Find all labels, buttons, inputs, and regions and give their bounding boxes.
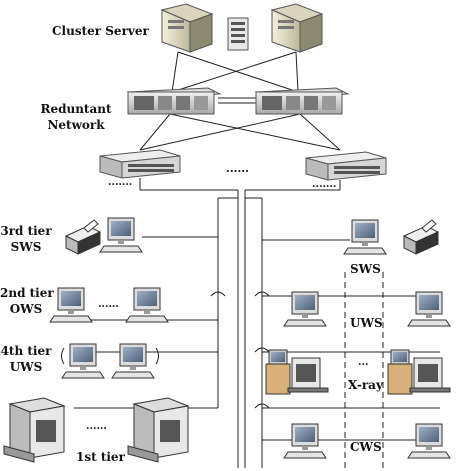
uws-label: UWS: [350, 316, 383, 330]
bus-junctions: [210, 291, 270, 409]
tier3-label-line2: SWS: [10, 240, 42, 254]
switch-icon: [99, 149, 181, 179]
xray-scanner-icon: [387, 349, 451, 395]
router-icon: [126, 87, 222, 115]
ows-gap-ellipsis: ......: [98, 299, 119, 310]
printer-icon: [64, 219, 102, 255]
workstation-icon: [125, 287, 169, 323]
workstation-icon: [49, 287, 93, 323]
tier3-label-line1: 3rd tier: [0, 224, 52, 238]
tier1-gap-ellipsis: ......: [86, 421, 107, 432]
workstation-icon: [343, 219, 387, 255]
workstation-icon: [99, 217, 143, 253]
cws-label: CWS: [350, 440, 382, 454]
router-icon: [254, 87, 350, 115]
network-gap-ellipsis: ......: [226, 162, 249, 175]
tier1-label: 1st tier: [76, 450, 125, 464]
printer-icon: [402, 219, 440, 255]
server-icon: [270, 3, 324, 53]
server-icon: [160, 3, 214, 53]
rack-unit-icon: [227, 17, 249, 51]
switch-icon: [305, 151, 387, 181]
workstation-icon: [407, 423, 451, 459]
switch-ports-ellipsis-right: .......: [312, 179, 337, 190]
tier4-label-line2: UWS: [9, 360, 43, 374]
sws-label: SWS: [350, 262, 381, 276]
tier2-label-line1: 2nd tier: [0, 286, 54, 300]
workstation-icon: [407, 291, 451, 327]
dashed-separators: [261, 272, 384, 468]
tier2-label-line2: OWS: [9, 302, 43, 316]
tier4-brackets: [61, 347, 159, 365]
xray-label: X-ray: [348, 378, 383, 392]
workstation-icon: [111, 343, 155, 379]
redundant-network-label-line1: Reduntant: [40, 102, 112, 116]
switch-ports-ellipsis-left: .......: [108, 177, 133, 188]
tier4-label-line1: 4th tier: [0, 344, 52, 358]
xray-gap-ellipsis: ...: [358, 357, 369, 368]
workstation-icon: [283, 291, 327, 327]
workstation-icon: [283, 423, 327, 459]
redundant-network-label-line2: Network: [47, 118, 105, 132]
scanner-gate-icon: [3, 397, 66, 463]
xray-scanner-icon: [265, 349, 329, 395]
workstation-icon: [61, 343, 105, 379]
cluster-server-label: Cluster Server: [52, 24, 149, 38]
scanner-gate-icon: [127, 397, 190, 463]
